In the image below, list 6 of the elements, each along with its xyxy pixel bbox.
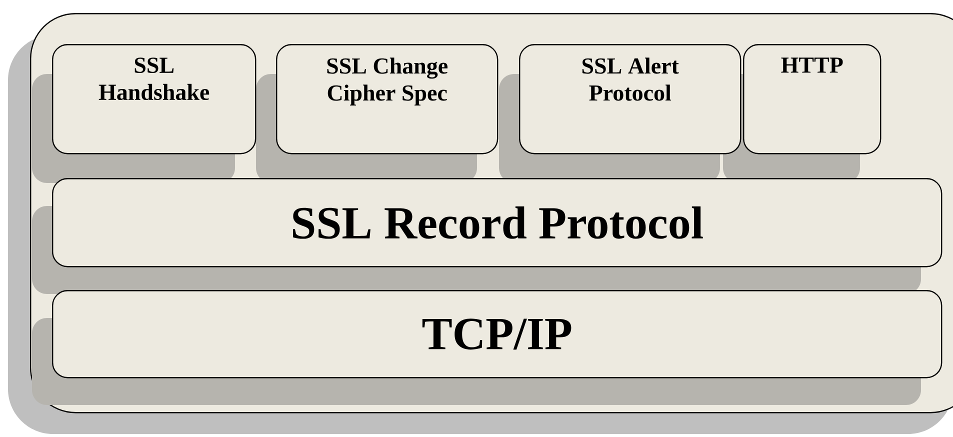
protocol-box: SSL Record Protocol [52, 178, 942, 268]
protocol-box: SSL Alert Protocol [519, 44, 742, 154]
protocol-box: SSL Handshake [52, 44, 256, 154]
protocol-box: SSL Change Cipher Spec [276, 44, 498, 154]
protocol-box: TCP/IP [52, 290, 942, 378]
protocol-box: HTTP [743, 44, 882, 154]
